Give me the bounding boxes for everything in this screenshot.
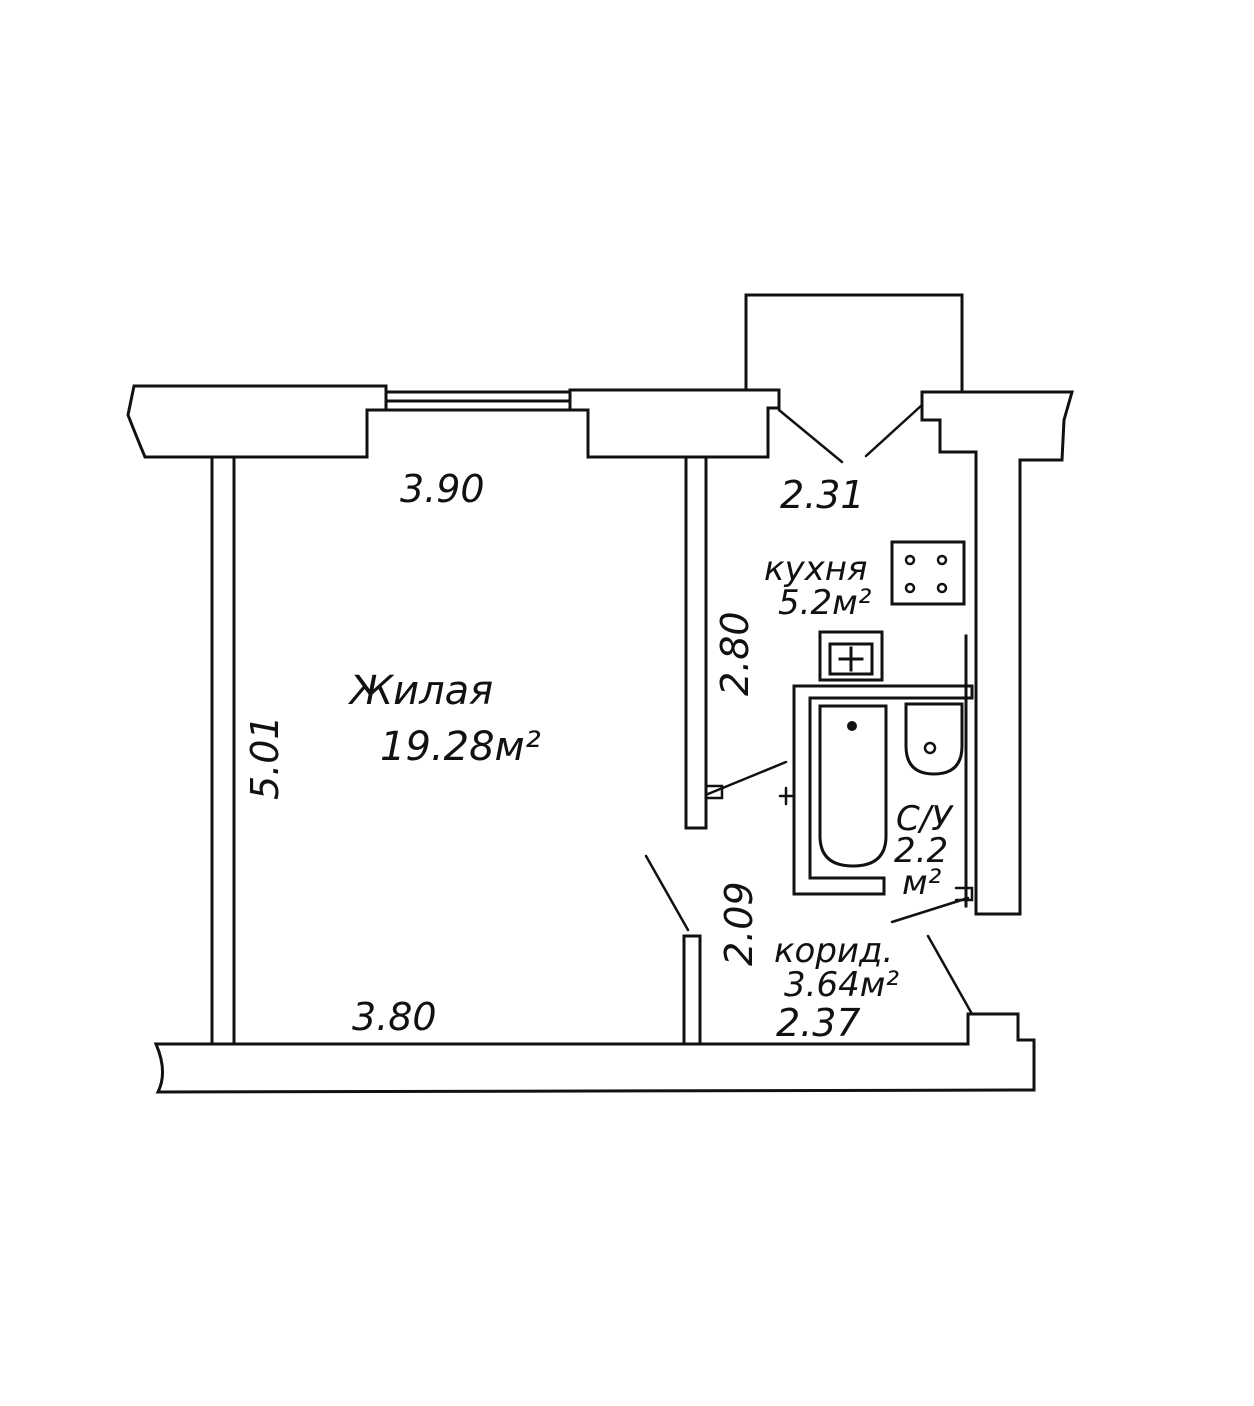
sink — [818, 630, 884, 682]
bathtub-drain — [847, 721, 857, 731]
stove-burner — [904, 554, 916, 566]
bathroom-area-unit: м² — [902, 863, 942, 903]
bathtub — [818, 704, 888, 868]
living-bottom-dimension: 3.80 — [352, 995, 437, 1039]
bath-tap — [778, 786, 794, 806]
kitchen-door-swing — [706, 760, 788, 800]
kitchen-area: 5.2м² — [778, 583, 872, 623]
bathroom-door — [890, 886, 974, 924]
bathroom-name: С/У — [896, 799, 954, 839]
stove — [890, 540, 966, 606]
bathroom-area-value: 2.2 — [894, 831, 948, 871]
exterior-wall-top — [126, 384, 781, 459]
balcony-door-swing — [777, 403, 924, 464]
exterior-wall-top-right — [920, 390, 1074, 916]
stove-burner — [936, 582, 948, 594]
entrance-door-swing — [926, 934, 974, 1016]
toilet — [904, 702, 964, 776]
living-room-name: Жилая — [347, 668, 493, 714]
balcony-outline — [744, 293, 964, 393]
corridor-bottom-dimension: 2.37 — [776, 1001, 861, 1045]
kitchen-side-dimension: 2.80 — [713, 611, 757, 696]
corridor-side-dimension: 2.09 — [717, 881, 761, 966]
living-room-area: 19.28м² — [380, 724, 541, 770]
stove-burner — [936, 554, 948, 566]
kitchen-top-dimension: 2.31 — [780, 473, 865, 517]
corridor-area: 3.64м² — [784, 965, 899, 1005]
bathroom-right-wall — [964, 634, 978, 908]
window-top — [384, 390, 572, 412]
partition-corridor — [682, 934, 702, 1046]
living-side-dimension: 5.01 — [243, 715, 287, 800]
kitchen-name: кухня — [764, 549, 867, 589]
toilet-bowl — [923, 741, 937, 755]
bathroom-walls — [792, 684, 974, 896]
exterior-wall-bottom — [153, 1012, 1036, 1094]
living-door-swing — [644, 854, 690, 932]
corridor-name: корид. — [774, 931, 893, 971]
living-top-dimension: 3.90 — [400, 467, 485, 511]
living-left-wall — [210, 458, 236, 1046]
partition-living-kitchen — [684, 456, 708, 830]
stove-burner — [904, 582, 916, 594]
